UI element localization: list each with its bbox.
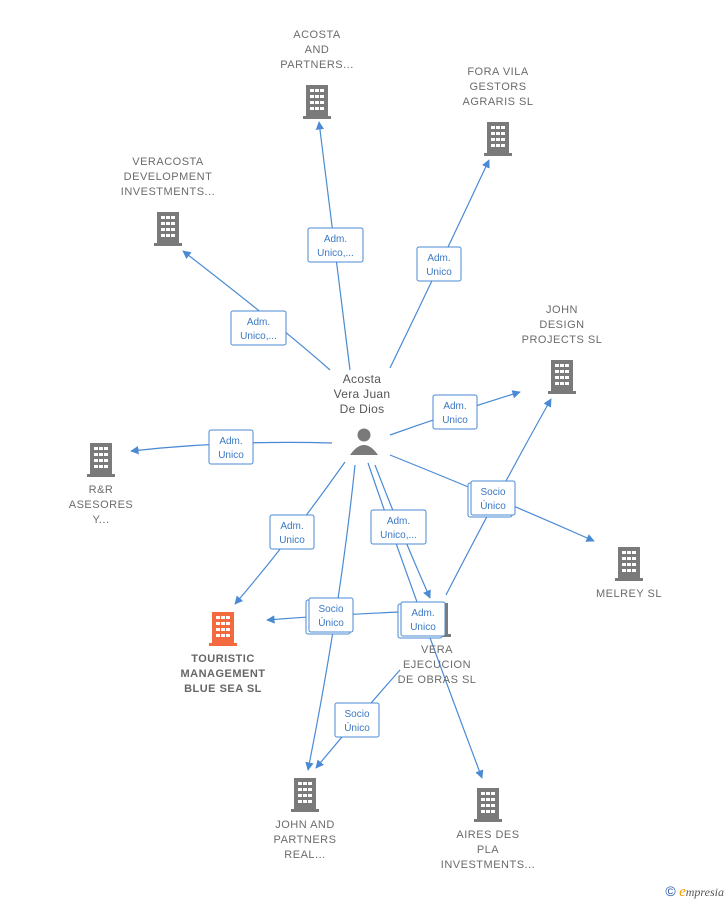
company-label-line: DESIGN — [539, 319, 584, 331]
company-label-line: MANAGEMENT — [180, 668, 265, 680]
company-node-rr-asesores[interactable]: R&R ASESORES Y... — [69, 443, 134, 526]
company-node-fora-vila[interactable]: FORA VILA GESTORS AGRARIS SL — [462, 66, 533, 156]
relation-label-line: Unico,... — [240, 331, 277, 342]
relation-label-line: Único — [480, 499, 506, 512]
company-node-john-partners[interactable]: JOHN AND PARTNERS REAL... — [274, 778, 337, 861]
relation-label[interactable]: Adm. Unico — [208, 429, 254, 465]
relation-label-line: Adm. — [280, 521, 303, 532]
relation-label-line: Único — [318, 616, 344, 629]
relation-label-line: Unico — [279, 535, 305, 546]
relation-label[interactable]: Adm. Unico,... — [370, 509, 427, 545]
company-label-line: DEVELOPMENT — [124, 171, 213, 183]
relation-label[interactable]: Adm. Unico — [432, 394, 478, 430]
company-node-touristic[interactable]: TOURISTIC MANAGEMENT BLUE SEA SL — [180, 612, 265, 695]
relation-label-line: Adm. — [443, 401, 466, 412]
relation-label[interactable]: Adm. Unico — [416, 246, 462, 282]
nodes-layer: ACOSTA AND PARTNERS... FORA VILA GESTORS AGRA… — [69, 29, 662, 871]
relation-label-line: Unico — [442, 415, 468, 426]
building-icon — [87, 443, 115, 477]
company-label-line: AIRES DES — [456, 829, 519, 841]
relation-label[interactable]: Adm. Unico — [397, 601, 446, 639]
person-name-line: Vera Juan — [334, 387, 391, 401]
relation-label-line: Socio — [480, 487, 505, 498]
relation-label-line: Unico,... — [380, 530, 417, 541]
company-label-line: EJECUCION — [403, 659, 471, 671]
company-label-line: JOHN — [546, 304, 578, 316]
building-icon — [615, 547, 643, 581]
company-label-line: ACOSTA — [293, 29, 341, 41]
company-node-john-design[interactable]: JOHN DESIGN PROJECTS SL — [522, 304, 603, 394]
company-label-line: AND — [305, 44, 330, 56]
relation-label-line: Socio — [344, 709, 369, 720]
building-icon — [154, 212, 182, 246]
relation-label-line: Adm. — [219, 436, 242, 447]
company-label-line: INVESTMENTS... — [441, 859, 535, 871]
person-icon — [350, 428, 378, 455]
company-label-line: FORA VILA — [467, 66, 529, 78]
company-label-line: AGRARIS SL — [462, 96, 533, 108]
relation-label-line: Unico,... — [317, 248, 354, 259]
building-icon — [209, 612, 237, 646]
relation-label-line: Adm. — [324, 234, 347, 245]
company-node-acosta-partners[interactable]: ACOSTA AND PARTNERS... — [280, 29, 354, 119]
company-node-vera-ejecucion[interactable]: VERA EJECUCION DE OBRAS SL — [398, 603, 477, 686]
company-label-line: VERACOSTA — [132, 156, 204, 168]
relation-label[interactable]: Adm. Unico — [269, 514, 315, 550]
brand-logo: © empresia — [665, 883, 724, 900]
company-label-line: JOHN AND — [275, 819, 335, 831]
company-label-line: PLA — [477, 844, 499, 856]
company-label-line: INVESTMENTS... — [121, 186, 215, 198]
building-icon — [303, 85, 331, 119]
relations-layer: Adm.Unico,...Adm.UnicoAdm.Unico,...Adm.U… — [208, 227, 516, 738]
company-label-line: ASESORES — [69, 499, 134, 511]
building-icon — [474, 788, 502, 822]
building-icon — [548, 360, 576, 394]
person-name-line: Acosta — [343, 372, 382, 386]
building-icon — [291, 778, 319, 812]
company-label-line: MELREY SL — [596, 588, 662, 600]
company-node-melrey[interactable]: MELREY SL — [596, 547, 662, 600]
relation-label-line: Unico — [218, 450, 244, 461]
building-icon — [484, 122, 512, 156]
relation-label[interactable]: Adm. Unico,... — [230, 310, 287, 346]
company-label-line: TOURISTIC — [191, 653, 255, 665]
company-label-line: REAL... — [284, 849, 325, 861]
company-label-line: GESTORS — [469, 81, 526, 93]
company-label-line: R&R — [89, 484, 114, 496]
company-label-line: BLUE SEA SL — [184, 683, 262, 695]
company-label-line: PROJECTS SL — [522, 334, 603, 346]
relation-label-line: Adm. — [247, 317, 270, 328]
relation-label-line: Adm. — [411, 608, 434, 619]
relation-label-line: Adm. — [387, 516, 410, 527]
company-label-line: Y... — [92, 514, 109, 526]
relation-label-line: Único — [344, 721, 370, 734]
company-label-line: PARTNERS... — [280, 59, 354, 71]
company-node-veracosta[interactable]: VERACOSTA DEVELOPMENT INVESTMENTS... — [121, 156, 215, 246]
company-label-line: DE OBRAS SL — [398, 674, 477, 686]
relation-label-line: Unico — [410, 622, 436, 633]
copyright-icon: © — [665, 883, 676, 899]
relation-label-line: Socio — [318, 604, 343, 615]
person-name-line: De Dios — [340, 402, 385, 416]
company-node-aires-des-pla[interactable]: AIRES DES PLA INVESTMENTS... — [441, 788, 535, 871]
relation-label-line: Unico — [426, 267, 452, 278]
relation-label[interactable]: Adm. Unico,... — [307, 227, 364, 263]
company-label-line: PARTNERS — [274, 834, 337, 846]
company-label-line: VERA — [421, 644, 453, 656]
relation-label-line: Adm. — [427, 253, 450, 264]
